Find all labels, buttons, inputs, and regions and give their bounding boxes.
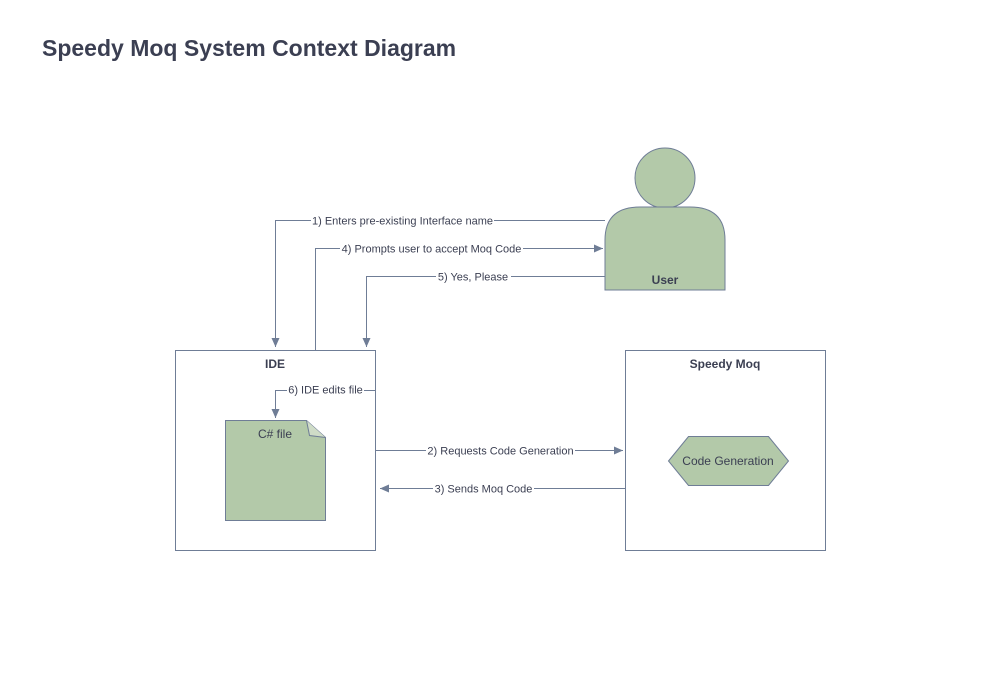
edge-sends-moq-code: 3) Sends Moq Code bbox=[380, 482, 625, 496]
code-generation-label: Code Generation bbox=[682, 454, 773, 468]
edge-label-3: 3) Sends Moq Code bbox=[435, 484, 533, 496]
edge-label-1: 1) Enters pre-existing Interface name bbox=[312, 216, 493, 228]
person-icon bbox=[604, 147, 726, 291]
edge-yes-please: 5) Yes, Please bbox=[362, 270, 605, 347]
edge-enters-interface-name: 1) Enters pre-existing Interface name bbox=[271, 214, 605, 347]
user-actor: User bbox=[604, 147, 726, 291]
csharp-file-node: C# file bbox=[225, 420, 326, 521]
code-generation-node: Code Generation bbox=[667, 436, 790, 486]
edge-label-5: 5) Yes, Please bbox=[438, 272, 508, 284]
speedy-moq-label: Speedy Moq bbox=[690, 357, 761, 371]
edge-ide-edits-file: 6) IDE edits file bbox=[271, 383, 375, 418]
edge-label-2: 2) Requests Code Generation bbox=[427, 446, 573, 458]
edge-label-6: 6) IDE edits file bbox=[288, 385, 363, 397]
document-icon bbox=[225, 420, 326, 521]
csharp-file-label: C# file bbox=[258, 427, 292, 441]
user-label: User bbox=[652, 273, 679, 287]
edge-label-4: 4) Prompts user to accept Moq Code bbox=[342, 244, 522, 256]
edge-requests-code-generation: 2) Requests Code Generation bbox=[375, 444, 623, 458]
ide-label: IDE bbox=[265, 357, 285, 371]
edge-prompts-user: 4) Prompts user to accept Moq Code bbox=[315, 242, 603, 350]
page-title: Speedy Moq System Context Diagram bbox=[42, 35, 457, 61]
